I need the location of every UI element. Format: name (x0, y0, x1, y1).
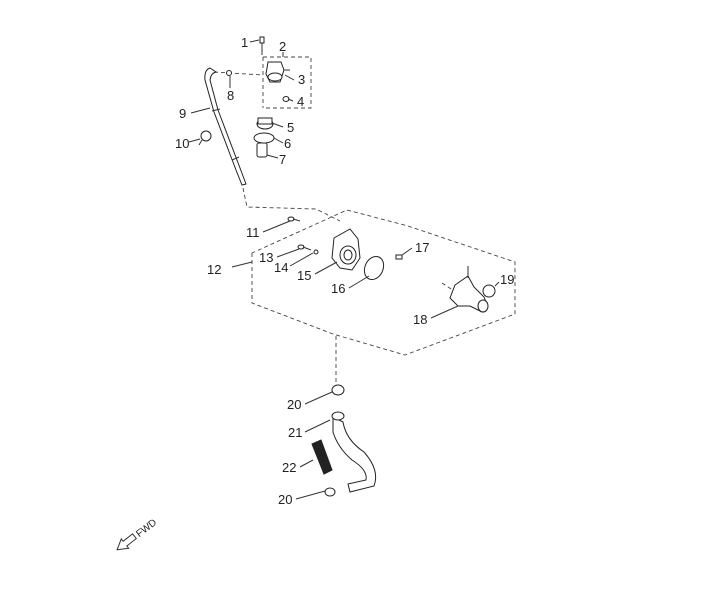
part-labels: 1 2 3 4 5 6 7 8 9 10 11 12 13 14 15 16 1… (175, 35, 514, 507)
label-7: 7 (279, 152, 286, 167)
label-4: 4 (297, 94, 304, 109)
ring-part-19 (482, 284, 496, 298)
group-12-box (251, 209, 516, 356)
label-12: 12 (207, 262, 221, 277)
hose-connector (213, 71, 264, 76)
label-9: 9 (179, 106, 186, 121)
label-16: 16 (331, 281, 345, 296)
label-1: 1 (241, 35, 248, 50)
bolt-part-14 (313, 249, 319, 255)
housing-part-7 (256, 142, 268, 158)
clamp-part-20-lower (324, 487, 336, 497)
gasket-part-6 (253, 132, 275, 144)
label-22: 22 (282, 460, 296, 475)
label-14: 14 (274, 260, 288, 275)
bolt-part-11 (287, 216, 301, 222)
thermostat-cover-part-3 (265, 61, 290, 83)
label-21: 21 (288, 425, 302, 440)
clamp-part-20-upper (331, 384, 345, 396)
label-2: 2 (279, 39, 286, 54)
label-6: 6 (284, 136, 291, 151)
hose-part-9 (204, 67, 247, 186)
pin-part-17 (395, 254, 403, 260)
label-15: 15 (297, 268, 311, 283)
bolt-part-1 (259, 36, 265, 55)
bolt-part-8 (226, 70, 232, 76)
thermostat-part-5 (256, 117, 274, 130)
label-13: 13 (259, 250, 273, 265)
label-20-lower: 20 (278, 492, 292, 507)
label-5: 5 (287, 120, 294, 135)
fwd-arrow-icon (116, 533, 137, 551)
leader-lines (188, 39, 500, 500)
label-20-upper: 20 (287, 397, 301, 412)
label-17: 17 (415, 240, 429, 255)
label-8: 8 (227, 88, 234, 103)
fwd-label: FWD (134, 517, 159, 540)
bolt-part-13 (297, 244, 312, 251)
outlet-part-18 (449, 266, 489, 313)
sleeve-part-22 (311, 439, 333, 475)
parts (198, 36, 496, 497)
label-11: 11 (246, 225, 260, 240)
group-2-box (263, 56, 312, 109)
hose-part-21 (331, 411, 377, 493)
label-10: 10 (175, 136, 189, 151)
clamp-part-10 (198, 130, 212, 146)
o-ring-part-16 (363, 255, 385, 281)
hose-drop-line (242, 187, 341, 222)
assembly-outlines (213, 56, 516, 385)
label-3: 3 (298, 72, 305, 87)
label-18: 18 (413, 312, 427, 327)
pump-body-part-15 (331, 228, 361, 271)
label-19: 19 (500, 272, 514, 287)
fwd-indicator: FWD (116, 517, 159, 551)
